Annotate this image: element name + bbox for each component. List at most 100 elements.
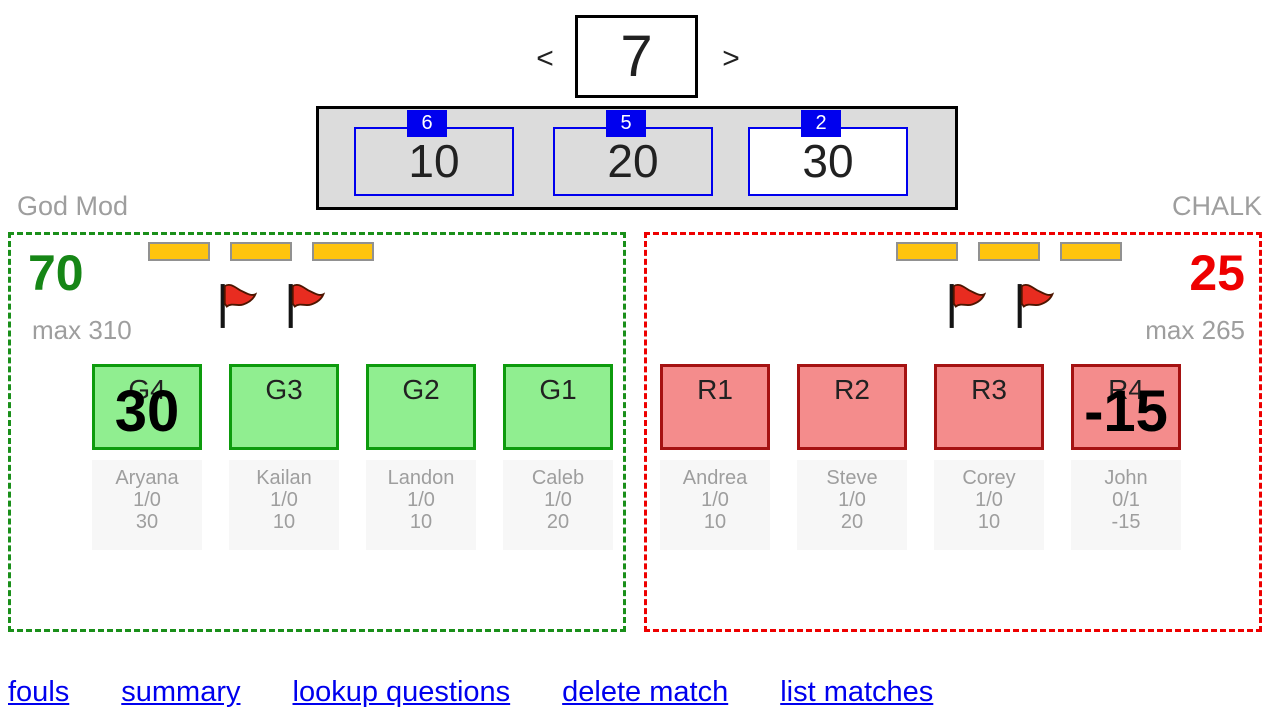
remaining-count-badge: 5 — [606, 110, 646, 137]
player-name: Andrea — [682, 467, 748, 489]
player-column: G4 30 Aryana 1/0 30 — [92, 364, 202, 550]
player-box-r4[interactable]: R4 -15 — [1071, 364, 1181, 450]
player-record: 1/0 — [838, 489, 866, 511]
player-name: Steve — [826, 467, 878, 489]
fouls-link[interactable]: fouls — [8, 676, 70, 708]
player-seat-label: R3 — [971, 374, 1007, 405]
player-box-g3[interactable]: G3 — [229, 364, 339, 450]
right-bonus-bars — [896, 242, 1122, 261]
point-value: 20 — [607, 135, 659, 187]
player-seat-label: R2 — [834, 374, 870, 405]
player-record: 1/0 — [701, 489, 729, 511]
bonus-bar[interactable] — [148, 242, 210, 261]
player-stats: Caleb 1/0 20 — [503, 460, 613, 550]
player-box-g4[interactable]: G4 30 — [92, 364, 202, 450]
bonus-bar[interactable] — [978, 242, 1040, 261]
player-points: 10 — [272, 511, 296, 533]
right-team-panel: 25 max 265 R1 Andrea 1/0 10 — [644, 232, 1262, 632]
left-bonus-bars — [148, 242, 374, 261]
player-record: 1/0 — [544, 489, 572, 511]
bonus-bar[interactable] — [896, 242, 958, 261]
player-record: 1/0 — [133, 489, 161, 511]
player-points: 20 — [840, 511, 864, 533]
player-seat-label: G3 — [265, 374, 303, 405]
player-stats: Steve 1/0 20 — [797, 460, 907, 550]
player-record: 1/0 — [975, 489, 1003, 511]
right-team-score: 25 — [1189, 245, 1245, 301]
footer-nav: fouls summary lookup questions delete ma… — [8, 676, 933, 709]
player-points: 10 — [977, 511, 1001, 533]
foul-flag-icon[interactable] — [214, 281, 260, 330]
player-seat-label: G1 — [539, 374, 577, 405]
player-stats: Corey 1/0 10 — [934, 460, 1044, 550]
left-team-name: God Mod — [17, 191, 129, 221]
player-record: 0/1 — [1112, 489, 1140, 511]
left-team-score: 70 — [28, 245, 84, 301]
player-column: R2 Steve 1/0 20 — [797, 364, 907, 550]
player-seat-label: R1 — [697, 374, 733, 405]
next-question-button[interactable]: > — [722, 42, 740, 75]
player-column: G3 Kailan 1/0 10 — [229, 364, 339, 550]
left-foul-flags — [214, 281, 328, 330]
current-question-number: 7 — [620, 24, 653, 89]
player-name: Kailan — [256, 467, 312, 489]
list-matches-link[interactable]: list matches — [780, 676, 934, 708]
right-foul-flags — [943, 281, 1057, 330]
bonus-bar[interactable] — [312, 242, 374, 261]
player-points: 10 — [409, 511, 433, 533]
player-column: R4 -15 John 0/1 -15 — [1071, 364, 1181, 550]
player-box-r3[interactable]: R3 — [934, 364, 1044, 450]
player-seat-label: G2 — [402, 374, 440, 405]
player-column: R3 Corey 1/0 10 — [934, 364, 1044, 550]
player-stats: Aryana 1/0 30 — [92, 460, 202, 550]
point-option-20[interactable]: 5 20 — [553, 110, 713, 196]
player-name: John — [1104, 467, 1148, 489]
point-option-10[interactable]: 6 10 — [354, 110, 514, 196]
player-box-g1[interactable]: G1 — [503, 364, 613, 450]
player-box-r2[interactable]: R2 — [797, 364, 907, 450]
remaining-count-badge: 2 — [801, 110, 841, 137]
left-team-players: G4 30 Aryana 1/0 30 G3 Kailan 1/0 10 — [92, 364, 613, 550]
player-points: -15 — [1111, 511, 1141, 533]
player-column: R1 Andrea 1/0 10 — [660, 364, 770, 550]
player-box-g2[interactable]: G2 — [366, 364, 476, 450]
bonus-bar[interactable] — [230, 242, 292, 261]
foul-flag-icon[interactable] — [943, 281, 989, 330]
player-stats: Landon 1/0 10 — [366, 460, 476, 550]
point-option-30[interactable]: 2 30 — [748, 110, 908, 196]
foul-flag-icon[interactable] — [282, 281, 328, 330]
player-points: 30 — [135, 511, 159, 533]
player-column: G2 Landon 1/0 10 — [366, 364, 476, 550]
player-column: G1 Caleb 1/0 20 — [503, 364, 613, 550]
bonus-bar[interactable] — [1060, 242, 1122, 261]
lookup-questions-link[interactable]: lookup questions — [292, 676, 511, 708]
right-team-players: R1 Andrea 1/0 10 R2 Steve 1/0 20 — [660, 364, 1181, 550]
right-team-name: CHALK — [1171, 191, 1262, 221]
player-points: 20 — [546, 511, 570, 533]
right-team-max-score: max 265 — [1145, 315, 1245, 345]
left-team-panel: 70 max 310 G4 30 Aryana 1/0 30 — [8, 232, 626, 632]
player-record: 1/0 — [407, 489, 435, 511]
player-awarded-points: -15 — [1084, 379, 1168, 444]
previous-question-button[interactable]: < — [536, 42, 554, 75]
left-team-max-score: max 310 — [32, 315, 132, 345]
player-box-r1[interactable]: R1 — [660, 364, 770, 450]
player-stats: Andrea 1/0 10 — [660, 460, 770, 550]
player-record: 1/0 — [270, 489, 298, 511]
player-name: Corey — [962, 467, 1016, 489]
player-awarded-points: 30 — [114, 379, 180, 444]
point-value: 10 — [408, 135, 460, 187]
question-number-box: 7 — [575, 15, 698, 98]
player-name: Aryana — [115, 467, 179, 489]
summary-link[interactable]: summary — [121, 676, 241, 708]
delete-match-link[interactable]: delete match — [562, 676, 729, 708]
player-name: Caleb — [531, 467, 585, 489]
foul-flag-icon[interactable] — [1011, 281, 1057, 330]
player-seat-label: R4 — [1108, 374, 1144, 405]
player-stats: Kailan 1/0 10 — [229, 460, 339, 550]
player-seat-label: G4 — [128, 374, 166, 405]
player-points: 10 — [703, 511, 727, 533]
player-name: Landon — [387, 467, 455, 489]
remaining-count-badge: 6 — [407, 110, 447, 137]
